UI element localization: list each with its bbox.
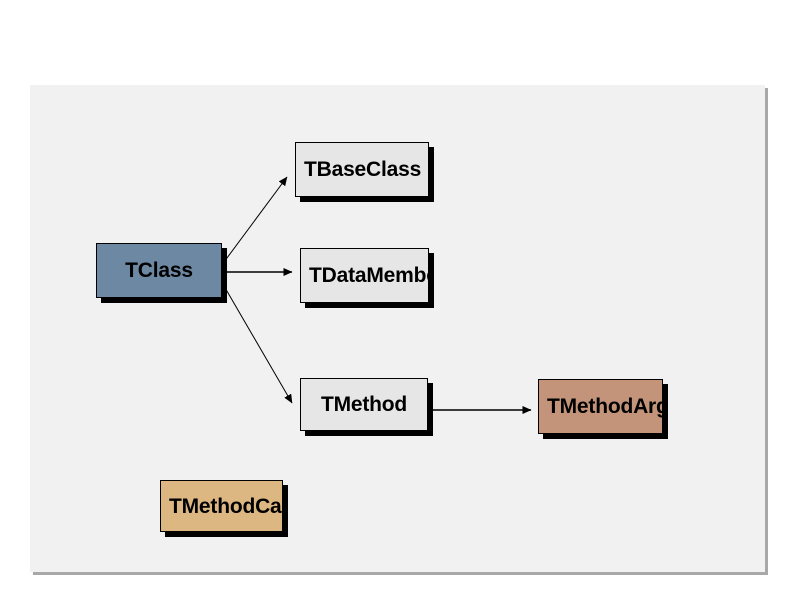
node-label-tmethodarg: TMethodArg: [547, 395, 663, 418]
node-label-tbaseclass: TBaseClass: [304, 158, 422, 181]
node-tdatamember[interactable]: TDataMember: [300, 248, 429, 303]
node-tmethodarg[interactable]: TMethodArg: [538, 379, 663, 434]
node-label-tclass: TClass: [125, 259, 193, 282]
node-label-tdatamember: TDataMember: [309, 264, 428, 287]
node-tmethodcall[interactable]: TMethodCall: [160, 480, 283, 532]
node-label-tmethodcall: TMethodCall: [169, 494, 283, 518]
node-tbaseclass[interactable]: TBaseClass: [295, 142, 429, 197]
node-label-tmethod: TMethod: [320, 393, 408, 416]
node-tclass[interactable]: TClass: [96, 243, 222, 298]
node-tmethod[interactable]: TMethod: [300, 378, 428, 431]
